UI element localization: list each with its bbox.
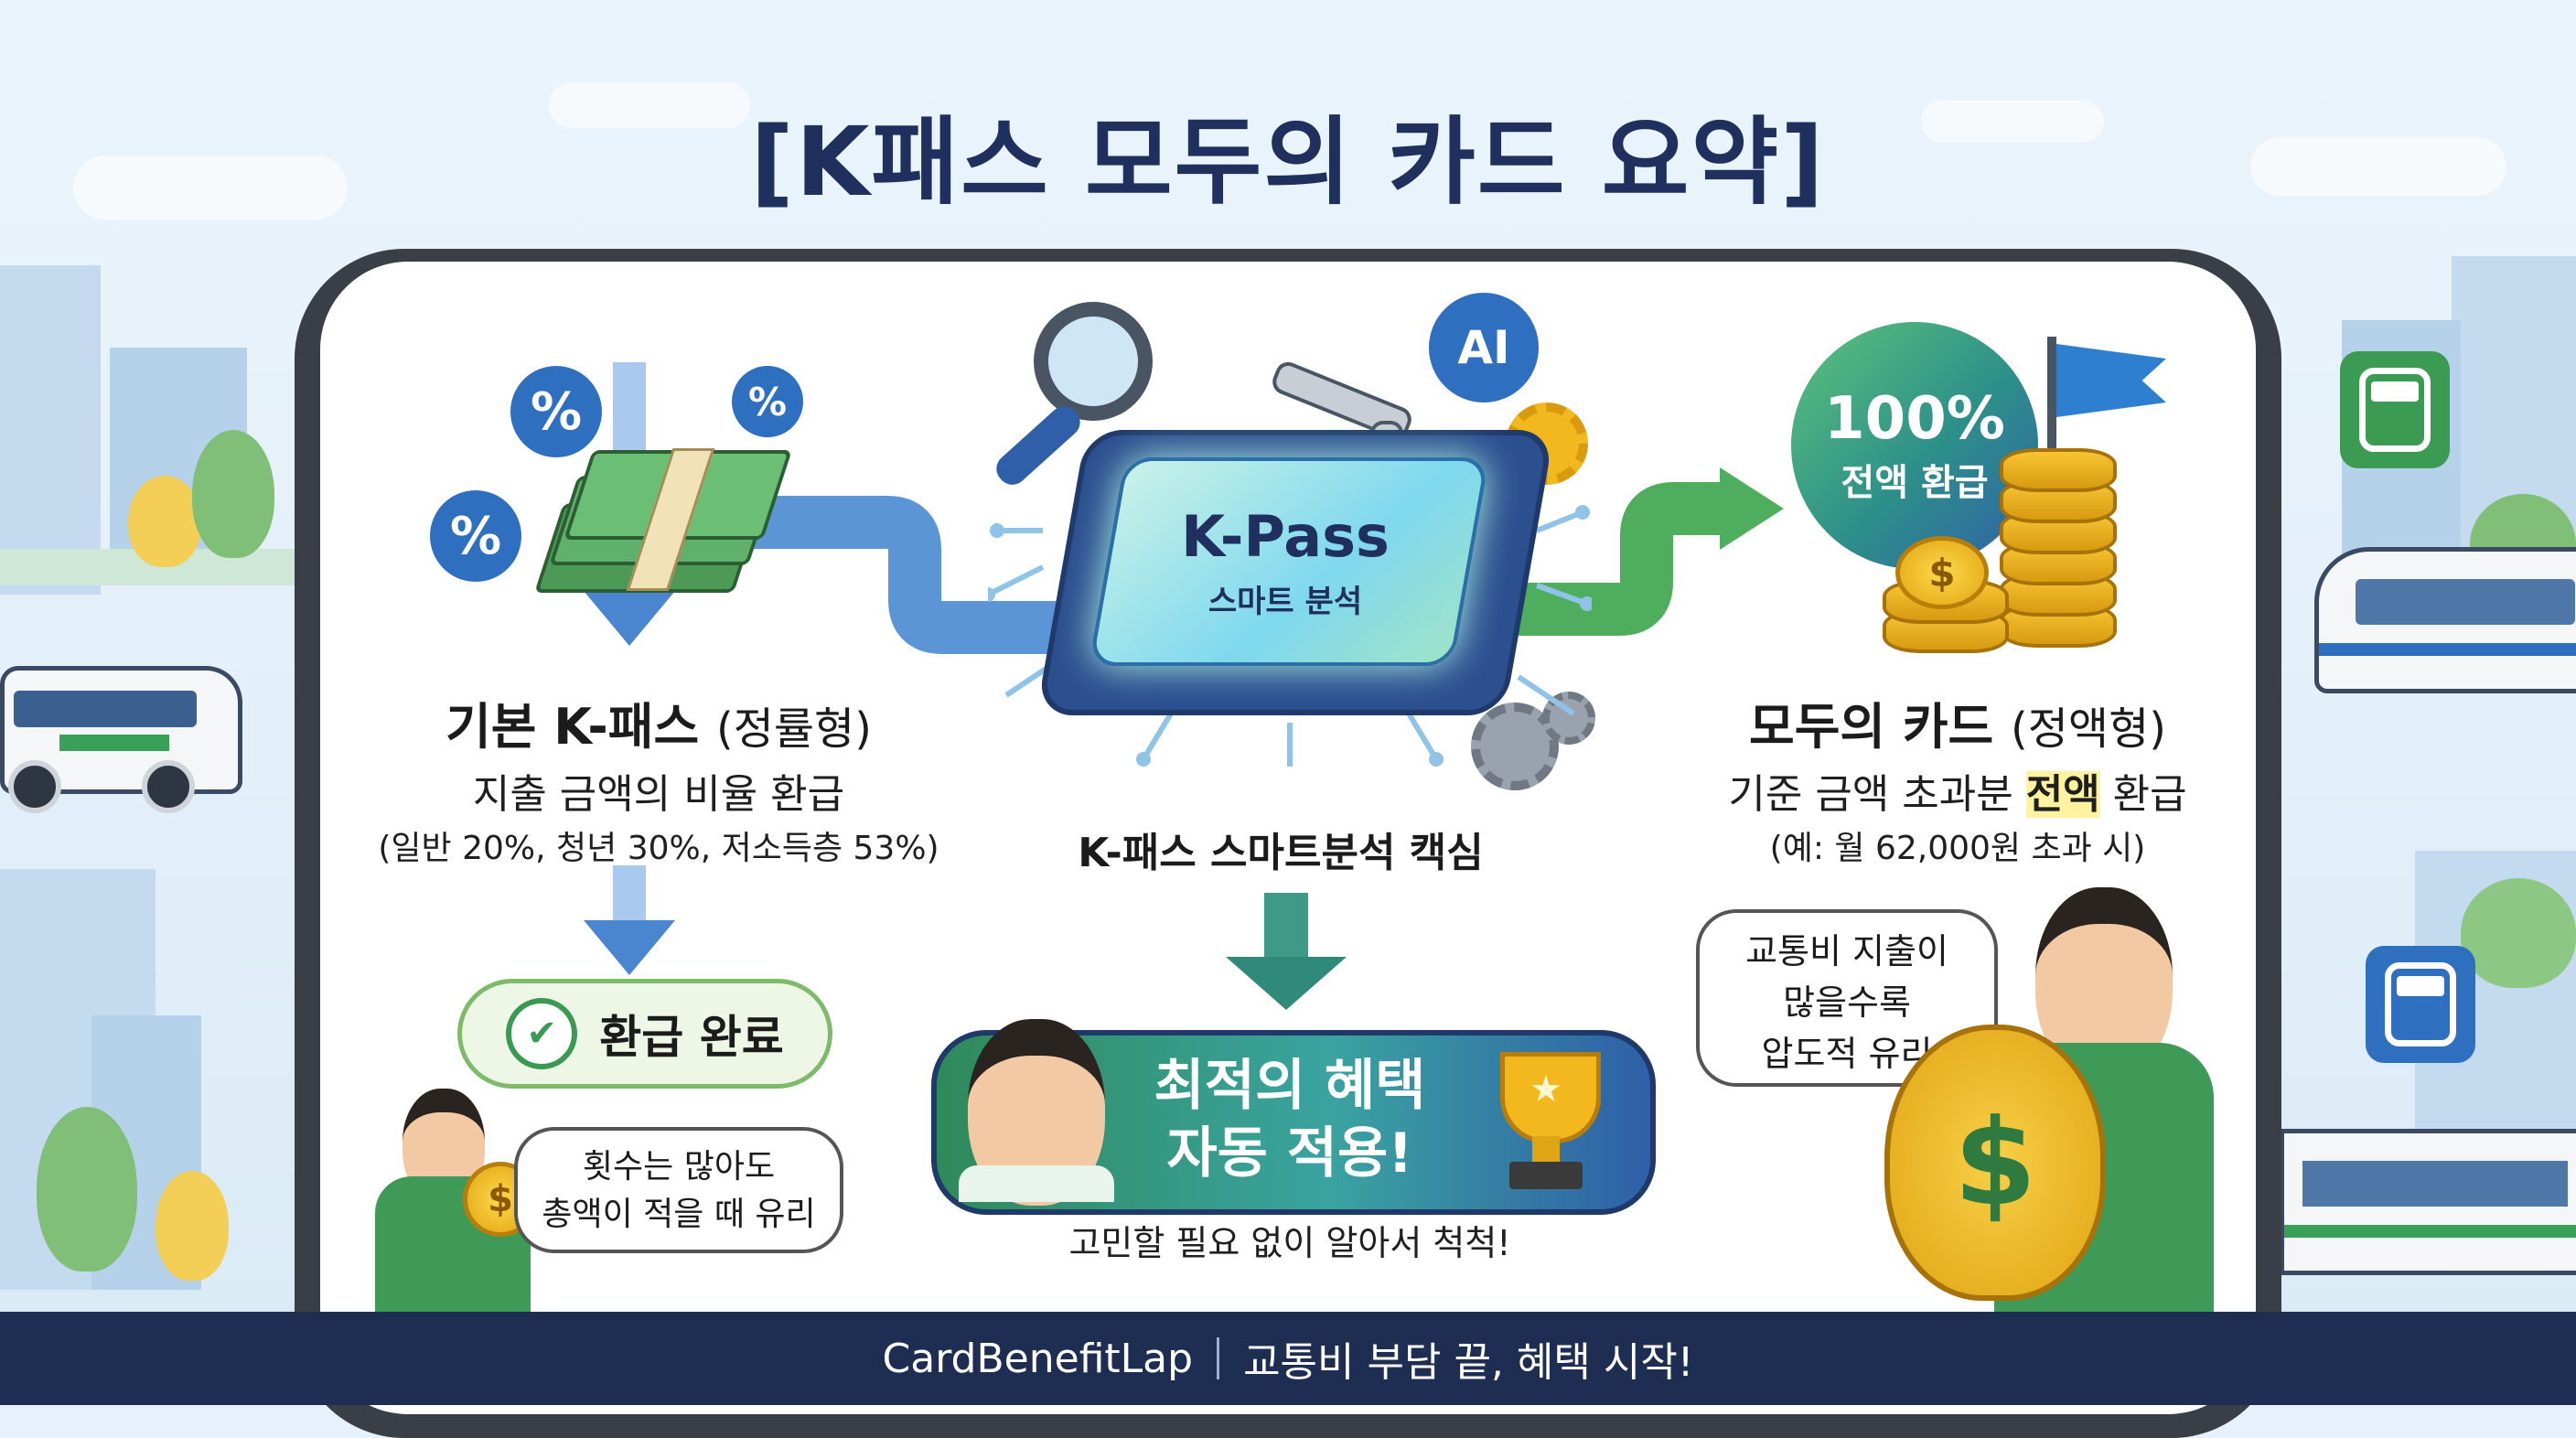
person-illustration <box>959 1010 1114 1206</box>
ai-label: AI <box>1457 321 1510 374</box>
right-line1-suffix: 환급 <box>2099 771 2187 818</box>
cloud <box>549 82 750 128</box>
right-header: 모두의 카드 (정액형) <box>1683 686 2232 758</box>
left-header-type: (정률형) <box>715 703 872 755</box>
right-line1-highlight: 전액 <box>2025 771 2100 818</box>
refund-complete-button[interactable]: ✔ 환급 완료 <box>457 979 832 1089</box>
footer-brand: CardBenefitLap <box>882 1335 1194 1382</box>
badge-label: 전액 환급 <box>1841 462 1989 504</box>
blue-flow-arrow <box>750 496 1089 654</box>
banner-caption: 고민할 필요 없이 알아서 척척! <box>1068 1223 1511 1263</box>
badge-percent: 100% <box>1824 385 2005 453</box>
flag-icon <box>2047 337 2056 474</box>
footer-tagline: 교통비 부담 끝, 혜택 시작! <box>1243 1339 1694 1386</box>
chip-title: K-Pass <box>1181 503 1390 570</box>
left-speech-bubble: 횟수는 많아도 총액이 적을 때 유리 <box>514 1127 843 1253</box>
full-refund-badge: 100% 전액 환급 <box>1791 322 2038 569</box>
right-bubble-line2: 많을수록 <box>1783 982 1911 1023</box>
money-bag-dollar: $ <box>1953 1093 2037 1232</box>
tree <box>192 430 274 558</box>
trophy-icon: ★ <box>1482 1052 1610 1198</box>
coin-icon: $ <box>1895 536 1989 609</box>
benefit-banner-text: 최적의 혜택 자동 적용! <box>1107 1052 1473 1187</box>
check-icon: ✔ <box>506 998 578 1069</box>
tree <box>156 1171 229 1281</box>
right-header-type: (정액형) <box>2011 703 2166 755</box>
left-header-main: 기본 K-패스 <box>445 698 700 756</box>
right-bubble-line1: 교통비 지출이 <box>1745 931 1948 971</box>
coin-stack-icon <box>2000 448 2117 648</box>
train-icon <box>2340 351 2450 468</box>
page-title: [K패스 모두의 카드 요약] <box>750 106 1826 218</box>
tree <box>2461 878 2576 988</box>
building <box>0 265 101 595</box>
money-bag-icon: $ <box>1884 1025 2106 1301</box>
magnifier-icon <box>979 302 1162 491</box>
tree <box>128 476 201 567</box>
chip-subtitle: 스마트 분석 <box>1208 584 1363 620</box>
ai-gear-icon: AI <box>1429 293 1539 402</box>
train-icon <box>2366 946 2475 1063</box>
banner-line1: 최적의 혜택 <box>1154 1054 1426 1118</box>
left-bubble-line1: 횟수는 많아도 <box>582 1148 776 1186</box>
teal-down-arrow <box>1264 893 1308 966</box>
right-header-main: 모두의 카드 <box>1749 698 1994 756</box>
percent-icon: % <box>430 490 521 582</box>
cloud <box>2250 137 2506 196</box>
left-line2: (일반 20%, 청년 30%, 저소득층 53%) <box>378 830 939 867</box>
money-stack-icon <box>534 439 792 595</box>
footer-separator <box>1217 1337 1220 1379</box>
star-icon: ★ <box>1530 1068 1562 1111</box>
cloud <box>73 156 348 220</box>
refund-complete-label: 환급 완료 <box>599 1011 784 1064</box>
right-line2: (예: 월 62,000원 초과 시) <box>1769 830 2146 867</box>
bus-icon <box>0 666 242 813</box>
tree <box>37 1107 137 1272</box>
left-header: 기본 K-패스 (정률형) <box>384 686 933 758</box>
green-arrow-head <box>1720 467 1784 550</box>
coin-stack-icon: $ <box>1883 536 2009 653</box>
person-illustration <box>375 1089 531 1314</box>
circuit-traces <box>988 505 1592 767</box>
left-line1: 지출 금액의 비율 환급 <box>472 771 845 818</box>
left-bubble-line2: 총액이 적을 때 유리 <box>542 1196 816 1233</box>
green-flow-arrow <box>1473 482 1729 636</box>
center-caption: K-패스 스마트분석 캑심 <box>1078 830 1484 876</box>
percent-icon: % <box>510 366 602 457</box>
percent-icon: % <box>732 366 803 437</box>
train-icon <box>2314 547 2576 693</box>
cloud <box>1921 101 2104 143</box>
banner-line2: 자동 적용! <box>1166 1121 1413 1186</box>
blue-down-arrow <box>613 865 646 929</box>
right-line1: 기준 금액 초과분 전액 환급 <box>1665 761 2250 820</box>
right-bubble-line3: 압도적 유리 <box>1761 1034 1933 1074</box>
footer-bar: CardBenefitLap 교통비 부담 끝, 혜택 시작! <box>0 1312 2576 1405</box>
right-line1-prefix: 기준 금액 초과분 <box>1728 771 2026 818</box>
train-icon <box>2280 1129 2576 1275</box>
gear-icon <box>1542 692 1595 745</box>
